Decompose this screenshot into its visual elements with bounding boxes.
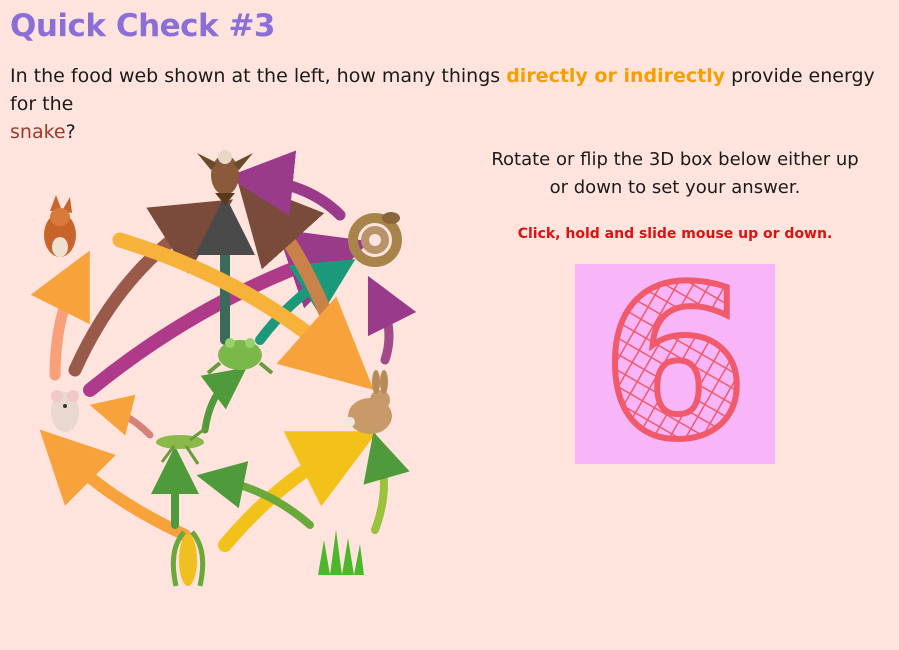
question-part-2: provide energy for the [10,65,875,115]
arrow-grasshopper-frog [200,367,247,434]
instruction-line-1: Rotate or flip the 3D box below either u… [491,149,859,170]
arrow-grass-grasshopper [196,461,314,529]
arrow-mouse-fox [30,250,90,381]
arrow-grasshopper-mouse [89,394,154,439]
hint-text: Click, hold and slide mouse up or down. [517,226,833,242]
mouse-icon [51,390,79,432]
grass-icon [318,530,364,575]
answer-digit: 6 [602,264,748,464]
arrow-corn-rabbit [218,431,378,552]
frog-icon [206,338,274,375]
question-snake-word: snake [10,121,66,143]
arrow-corn-mouse [39,429,191,541]
instruction-text: Rotate or flip the 3D box below either u… [470,146,880,202]
arrow-mouse-hawk [68,199,234,377]
grasshopper-icon [156,426,207,465]
hawk-icon [197,150,253,205]
fox-icon [44,195,76,257]
instruction-line-2: or down to set your answer. [549,177,801,198]
answer-box[interactable]: 6 [575,264,775,464]
question-text: In the food web shown at the left, how m… [10,62,885,146]
question-highlight: directly or indirectly [506,65,726,87]
question-part-3: ? [65,121,76,143]
arrow-snake-hawk [227,150,346,221]
arrow-rabbit-fox [112,232,374,390]
corn-icon [170,530,206,587]
arrow-rabbit-snake [367,275,417,365]
rabbit-icon [345,370,392,434]
answer-digit-graphic: 6 [599,264,751,464]
question-part-1: In the food web shown at the left, how m… [10,65,507,87]
page-title: Quick Check #3 [10,8,276,44]
food-web [20,130,460,600]
snake-icon [348,212,402,267]
food-web-graphic [30,150,417,587]
food-web-arrows [30,150,417,552]
arrow-grass-rabbit [363,431,410,534]
